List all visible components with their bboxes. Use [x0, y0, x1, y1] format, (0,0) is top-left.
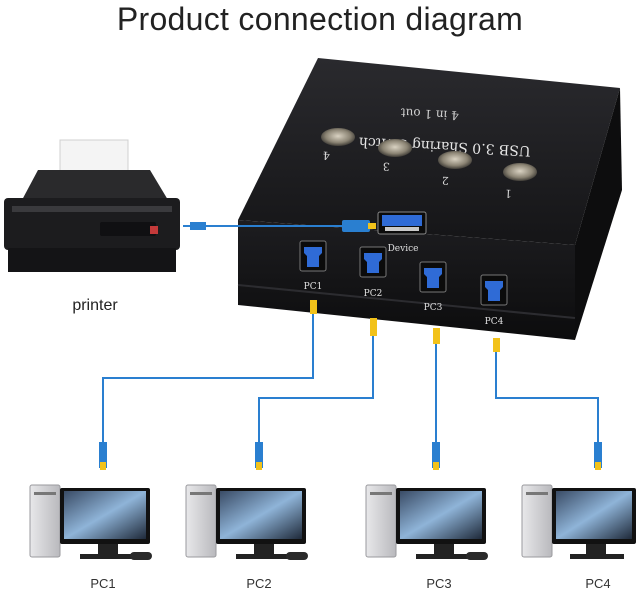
usb-b-port-pc2[interactable]: [360, 247, 386, 277]
select-button-1[interactable]: [503, 163, 537, 181]
printer-label: printer: [60, 297, 130, 315]
usb-b-port-pc3[interactable]: [420, 262, 446, 292]
device-port-label: Device: [388, 244, 419, 254]
select-button-2[interactable]: [438, 151, 472, 169]
computer-icon-pc1: [30, 485, 152, 560]
computer-icon-pc2: [186, 485, 308, 560]
pc4-cable-plug: [493, 338, 500, 352]
port-label-pc1: PC1: [304, 282, 323, 292]
device-cable-plug: [342, 220, 370, 232]
usb-b-port-pc1[interactable]: [300, 241, 326, 271]
printer-icon: [4, 140, 180, 272]
device-plug-tip: [368, 223, 376, 229]
pc1-cable-plug: [310, 300, 317, 314]
pc3-label: PC3: [409, 576, 469, 591]
pc2-label: PC2: [229, 576, 289, 591]
button-number-4: 4: [322, 149, 330, 162]
port-label-pc4: PC4: [485, 317, 504, 327]
cable-pc2: [259, 336, 373, 448]
usb-sharing-switch: USB 3.0 Sharing Switch 4 in 1 out 1 2 3 …: [238, 58, 622, 340]
select-button-4[interactable]: [321, 128, 355, 146]
pc2-cable-plug: [370, 318, 377, 336]
computer-icon-pc3: [366, 485, 488, 560]
pc4-label: PC4: [568, 576, 628, 591]
button-number-2: 2: [441, 174, 449, 187]
port-label-pc3: PC3: [424, 303, 443, 313]
button-number-1: 1: [504, 187, 512, 200]
select-button-3[interactable]: [378, 139, 412, 157]
port-label-pc2: PC2: [364, 289, 383, 299]
pc1-label: PC1: [73, 576, 133, 591]
button-number-3: 3: [382, 160, 390, 173]
device-port[interactable]: [378, 212, 426, 234]
usb-b-port-pc4[interactable]: [481, 275, 507, 305]
cable-pc1: [103, 312, 313, 448]
cable-pc4: [496, 352, 598, 448]
pc3-cable-plug: [433, 328, 440, 344]
printer-cable-plug: [190, 222, 206, 230]
computer-icon-pc4: [522, 485, 636, 559]
